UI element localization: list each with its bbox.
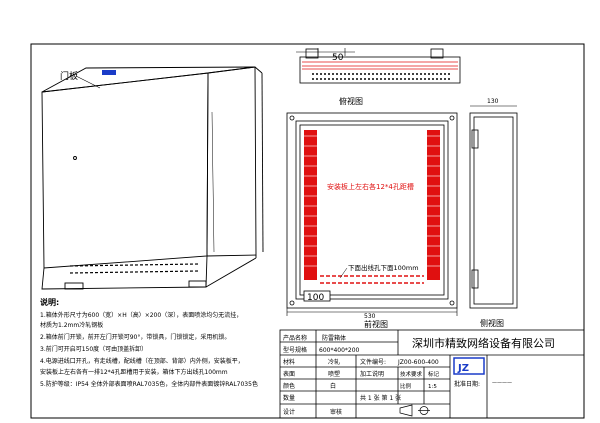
cabinet-vents — [69, 263, 199, 274]
front-view — [286, 112, 458, 316]
bottom-leader — [339, 267, 348, 279]
bottom-cable-holes — [320, 275, 424, 284]
note-line-2: 材质为1.2mm冷轧钢板 — [40, 321, 103, 329]
company-name: 深圳市精致网络设备有限公司 — [412, 336, 555, 350]
row-value-0: 防雷箱体 — [322, 334, 346, 342]
top-view-label: 俯视图 — [339, 96, 363, 106]
top-view-holes — [312, 73, 452, 80]
scale-label: 比例 — [400, 382, 412, 390]
front-view-label: 前视图 — [364, 319, 388, 329]
row-value-4: 白 — [330, 382, 336, 390]
row-label-3: 表面 — [283, 370, 295, 378]
notes-title: 说明: — [40, 297, 59, 307]
note-line-5: 4.电源进线口开孔，有走线槽，配线槽（在顶部、背部）内外侧，安装板平， — [40, 357, 244, 365]
cabinet-isometric — [41, 66, 264, 290]
scale-value: 1:5 — [428, 384, 437, 390]
note-line-7: 5.防护等级：IP54 全体外部表面喷RAL7035色，全体内部件表面镀锌RAL… — [40, 380, 258, 388]
sheet-count: 共 1 张 第 1 张 — [360, 394, 401, 402]
dim-100-box — [303, 290, 331, 302]
logo-small — [102, 70, 116, 75]
note-line-3: 2.箱体前门开锁，前开左门开锁可90°，带锁具，门锁锁定，采用机锁。 — [40, 333, 230, 341]
dim-depth: 130 — [487, 98, 499, 105]
slot-gaps — [304, 135, 440, 267]
row-value-2: 冷轧 — [328, 358, 340, 366]
door-leader — [75, 75, 101, 89]
row-label-5: 数量 — [283, 394, 295, 402]
mount-text: 安装板上左右各12*4孔距槽 — [327, 182, 414, 191]
note-line-1: 1.箱体外形尺寸为600（宽）×H（高）×200（深），表面喷涂均匀无流挂， — [40, 311, 242, 319]
dim-width: 530 — [364, 313, 376, 320]
row-value-1: 600*400*200 — [319, 347, 360, 354]
row-label-1: 型号规格 — [283, 346, 307, 354]
company-logo: JZ — [453, 357, 485, 375]
note-line-6: 安装板上左右各有一排12*4孔距槽用于安装，箱体下方出线孔100mm — [40, 368, 228, 376]
process-label: 加工说明 — [360, 370, 384, 378]
svg-text:JZ: JZ — [457, 363, 469, 374]
row-label-4: 颜色 — [283, 382, 295, 390]
note-line-4: 3.前门可开启可150度（可由顶盖拆卸） — [40, 345, 147, 353]
row-label-0: 产品名称 — [283, 334, 307, 342]
top-view-red-lines — [302, 61, 458, 70]
row-value-6: 审核 — [330, 408, 342, 416]
mark-label: 标记 — [428, 370, 440, 378]
left-slot-strip — [304, 130, 317, 280]
approval-label: 批准日期: — [454, 380, 480, 388]
dim-100: 100 — [307, 293, 324, 303]
row-value-3: 喷塑 — [328, 370, 340, 378]
approval-value: ———— — [492, 380, 512, 386]
dim-50: 50 — [332, 53, 344, 63]
right-slot-strip — [427, 130, 440, 280]
door-label: 门板 — [60, 70, 78, 82]
drawing-no: JZ00-600-400 — [397, 359, 439, 366]
drawing-no-label: 文件编号: — [360, 358, 386, 366]
row-label-6: 设计 — [283, 408, 295, 416]
title-block-grid — [279, 329, 585, 419]
bottom-text: 下面出线孔下面100mm — [348, 263, 419, 272]
top-view — [296, 48, 461, 84]
projection-symbol-icon — [399, 404, 430, 417]
side-view-label: 侧视图 — [480, 318, 504, 328]
tech-label: 技术要求 — [400, 370, 423, 378]
row-label-2: 材料 — [283, 358, 295, 366]
side-view — [469, 105, 518, 309]
